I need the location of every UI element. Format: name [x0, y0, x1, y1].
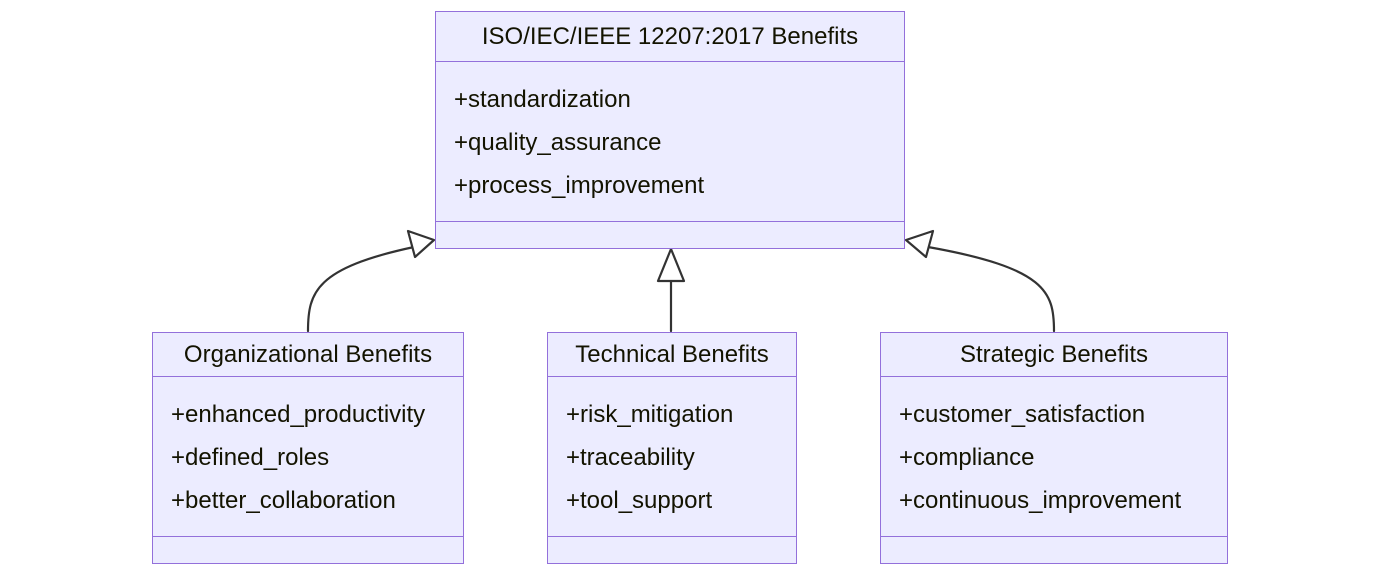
class-node-organizational[interactable]: Organizational Benefits +enhanced_produc… — [152, 332, 464, 564]
arrowhead-organizational — [406, 229, 436, 259]
class-title-technical: Technical Benefits — [548, 333, 796, 377]
class-attributes-root: +standardization +quality_assurance +pro… — [436, 62, 904, 222]
class-methods-strategic — [881, 537, 1227, 563]
attribute-row: +tool_support — [566, 487, 713, 514]
attribute-row: +traceability — [566, 444, 695, 471]
class-methods-technical — [548, 537, 796, 563]
attribute-row: +defined_roles — [171, 444, 330, 471]
attribute-row: +process_improvement — [454, 172, 705, 199]
attribute-row: +standardization — [454, 86, 631, 113]
class-title-strategic: Strategic Benefits — [881, 333, 1227, 377]
class-node-root[interactable]: ISO/IEC/IEEE 12207:2017 Benefits +standa… — [435, 11, 905, 249]
attribute-row: +risk_mitigation — [566, 401, 734, 428]
arrowhead-technical — [656, 247, 686, 283]
arrowhead-strategic — [904, 229, 935, 259]
attribute-row: +continuous_improvement — [899, 487, 1182, 514]
attribute-row: +enhanced_productivity — [171, 401, 426, 428]
attribute-row: +customer_satisfaction — [899, 401, 1146, 428]
class-attributes-technical: +risk_mitigation +traceability +tool_sup… — [548, 377, 796, 537]
class-title-organizational: Organizational Benefits — [153, 333, 463, 377]
class-methods-root — [436, 222, 904, 248]
attribute-row: +quality_assurance — [454, 129, 662, 156]
class-node-strategic[interactable]: Strategic Benefits +customer_satisfactio… — [880, 332, 1228, 564]
class-title-root: ISO/IEC/IEEE 12207:2017 Benefits — [436, 12, 904, 62]
edge-organizational-to-root — [306, 245, 416, 333]
edge-strategic-to-root — [926, 245, 1056, 333]
class-node-technical[interactable]: Technical Benefits +risk_mitigation +tra… — [547, 332, 797, 564]
attribute-row: +compliance — [899, 444, 1035, 471]
class-attributes-strategic: +customer_satisfaction +compliance +cont… — [881, 377, 1227, 537]
class-methods-organizational — [153, 537, 463, 563]
attribute-row: +better_collaboration — [171, 487, 396, 514]
class-attributes-organizational: +enhanced_productivity +defined_roles +b… — [153, 377, 463, 537]
